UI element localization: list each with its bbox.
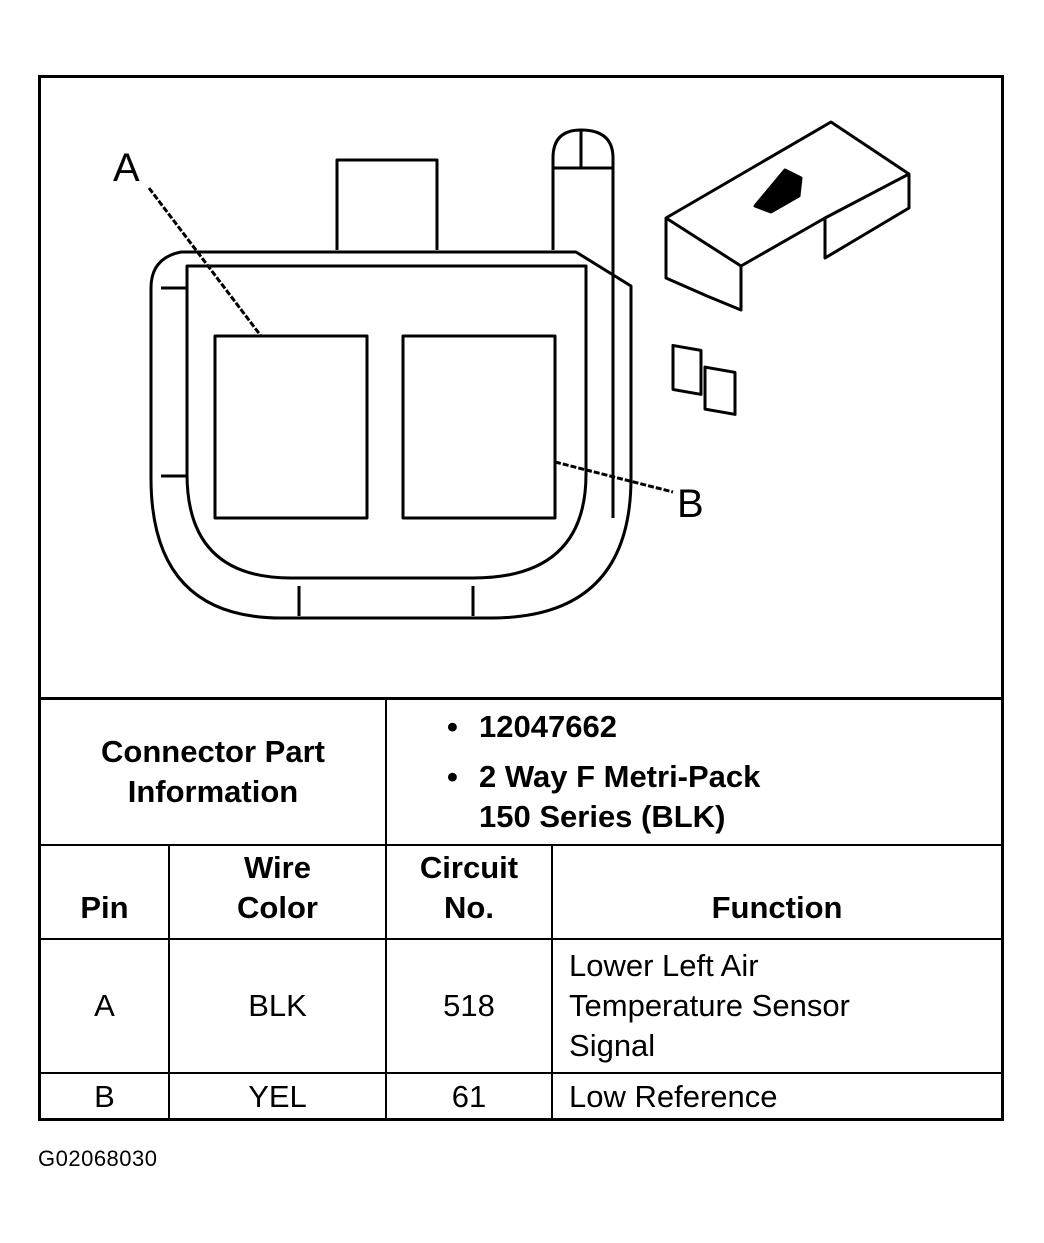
- connector-type-line1: 2 Way F Metri-Pack: [479, 759, 761, 794]
- function-cell: Lower Left Air Temperature Sensor Signal: [551, 938, 1002, 1074]
- connector-latch: [551, 128, 615, 518]
- connector-info-list: 12047662 2 Way F Metri-Pack 150 Series (…: [447, 707, 1001, 837]
- cavity-b: [401, 334, 557, 520]
- connector-type-line2: 150 Series (BLK): [479, 799, 726, 834]
- callout-label-b: B: [677, 482, 704, 526]
- part-number: 12047662: [447, 707, 1001, 747]
- connector-part-info-values: 12047662 2 Way F Metri-Pack 150 Series (…: [385, 697, 1002, 846]
- connector-face-drawing: [147, 120, 911, 620]
- connector-diagram: A B: [41, 78, 1001, 698]
- diagram-frame: A B Connector Part Information 12047662 …: [38, 75, 1004, 1121]
- header-pin: Pin: [41, 844, 170, 940]
- connector-info-table: Connector Part Information 12047662 2 Wa…: [41, 697, 1002, 1120]
- wire-color-cell: BLK: [167, 938, 388, 1074]
- wire-color-cell: YEL: [167, 1072, 388, 1120]
- connector-type: 2 Way F Metri-Pack 150 Series (BLK): [447, 757, 1001, 837]
- connector-title-line1: Connector Part: [101, 734, 325, 769]
- callout-label-a: A: [113, 146, 140, 190]
- header-wire-color-line2: Color: [237, 890, 318, 925]
- connector-part-info-label: Connector Part Information: [41, 697, 388, 846]
- pin-cell: A: [41, 938, 170, 1074]
- header-circuit-no: Circuit No.: [385, 844, 554, 940]
- connector-title-line2: Information: [127, 774, 299, 809]
- leader-line-a: [147, 187, 263, 337]
- pin-table-header: Pin Wire Color Circuit No. Function: [41, 844, 1002, 940]
- header-wire-color: Wire Color: [167, 844, 388, 940]
- function-line: Signal: [569, 1028, 656, 1063]
- cavity-a: [213, 334, 369, 520]
- table-row: B YEL 61 Low Reference: [41, 1072, 1002, 1120]
- connector-inner-shell: [185, 264, 588, 580]
- header-wire-color-line1: Wire: [244, 850, 311, 885]
- connector-3d-thumbnail: [664, 120, 911, 416]
- table-row: A BLK 518 Lower Left Air Temperature Sen…: [41, 938, 1002, 1074]
- connector-outer-shell: [149, 250, 633, 620]
- function-cell: Low Reference: [551, 1072, 1002, 1120]
- circuit-cell: 518: [385, 938, 554, 1074]
- header-pin-label: Pin: [80, 890, 129, 925]
- function-line: Temperature Sensor: [569, 988, 850, 1023]
- header-circuit-line2: No.: [444, 890, 494, 925]
- circuit-cell: 61: [385, 1072, 554, 1120]
- pin-cell: B: [41, 1072, 170, 1120]
- header-function: Function: [551, 844, 1002, 940]
- connector-tab: [335, 158, 439, 250]
- header-circuit-line1: Circuit: [419, 850, 519, 885]
- figure-code: G02068030: [38, 1146, 158, 1171]
- connector-part-info-row: Connector Part Information 12047662 2 Wa…: [41, 697, 1002, 846]
- function-line: Low Reference: [569, 1079, 778, 1114]
- leader-line-b: [554, 460, 674, 494]
- function-line: Lower Left Air: [569, 948, 759, 983]
- header-function-label: Function: [711, 890, 843, 925]
